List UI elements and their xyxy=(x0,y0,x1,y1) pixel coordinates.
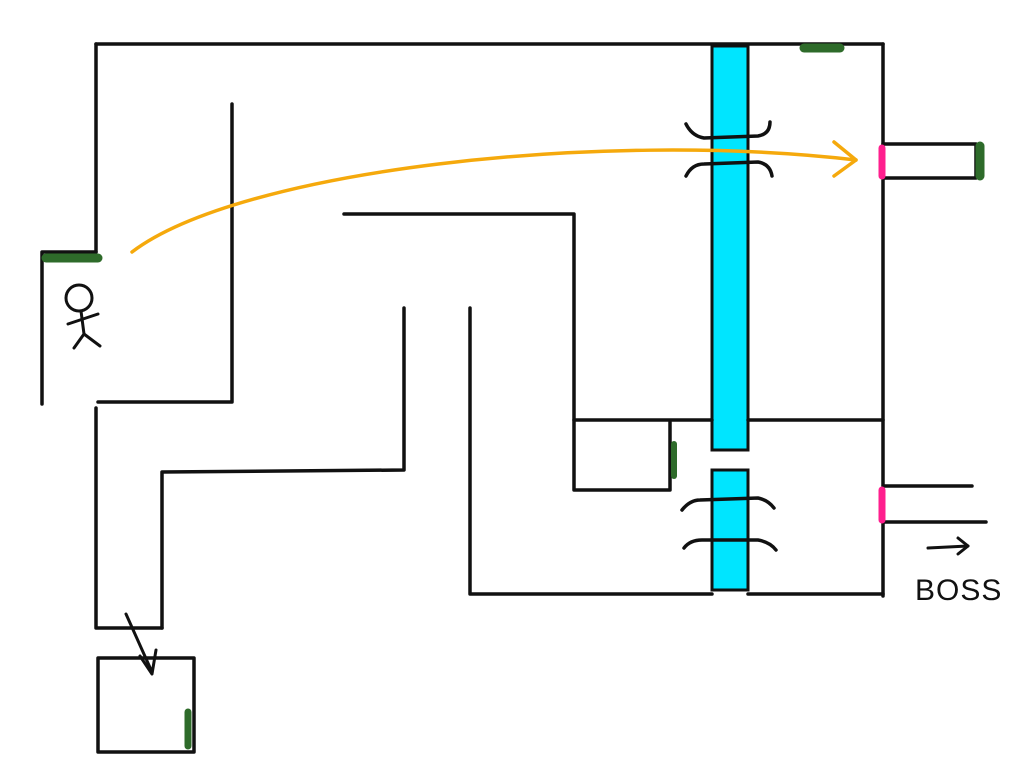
stick-figure-icon xyxy=(64,283,102,350)
upper-bridge-top xyxy=(684,120,772,140)
water-channel xyxy=(710,44,750,592)
bridges xyxy=(680,120,778,552)
middle-wall-ledge xyxy=(342,212,714,422)
right-passage-boss xyxy=(881,484,988,524)
right-arrow-icon xyxy=(926,536,970,556)
start-alcove-wall xyxy=(40,250,98,406)
lower-bridge-top xyxy=(680,496,776,512)
down-arrow-icon xyxy=(124,612,158,676)
water-channel-lower xyxy=(710,468,750,592)
inner-wall-column xyxy=(96,102,234,404)
lower-corridor-right xyxy=(160,306,406,630)
walls xyxy=(40,42,988,754)
lower-bridge-bottom xyxy=(682,538,778,552)
right-passage-upper xyxy=(881,142,978,180)
lower-corridor-left xyxy=(94,406,164,630)
bottom-left-room xyxy=(96,656,196,754)
doors xyxy=(41,43,985,750)
water-channel-upper xyxy=(710,44,750,452)
upper-bridge-bottom xyxy=(684,160,774,178)
boss-exit-label: BOSS xyxy=(915,574,1002,607)
small-chamber xyxy=(572,418,672,492)
middle-wall-lower xyxy=(468,306,714,596)
curved-arrow-icon xyxy=(130,140,858,254)
